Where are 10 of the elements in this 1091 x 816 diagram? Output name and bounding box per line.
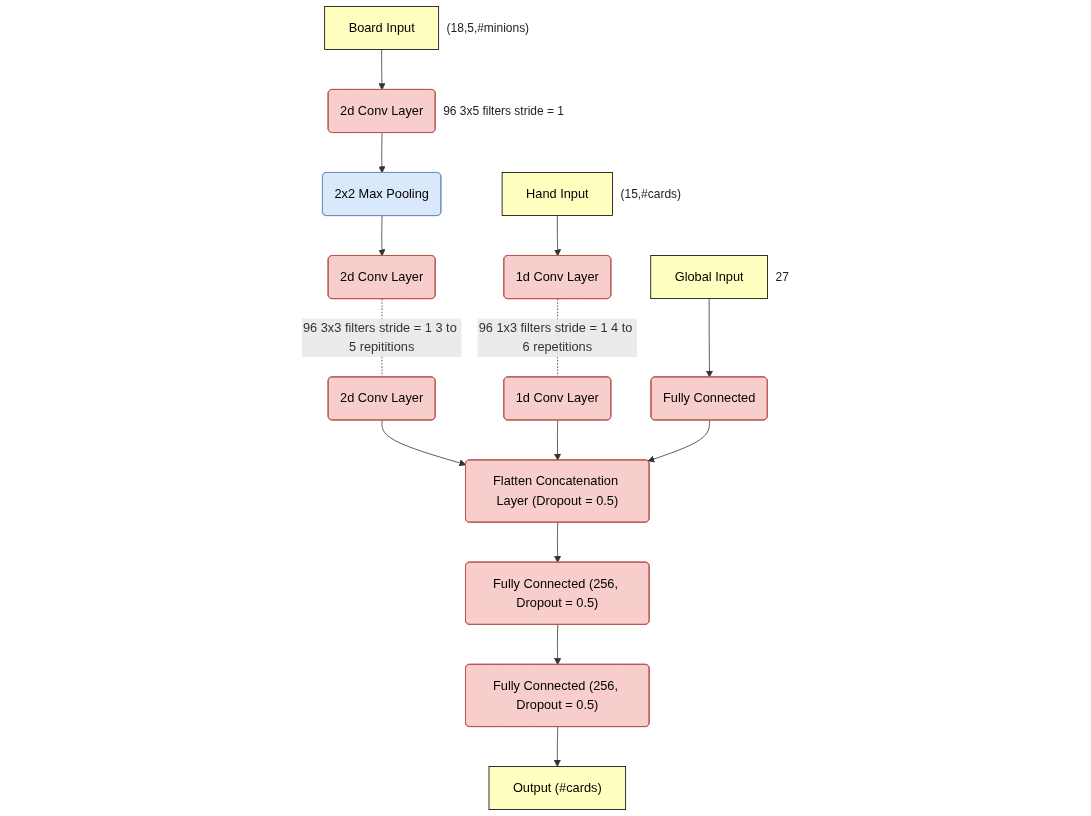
annotation-text: (15,#cards) bbox=[620, 187, 682, 201]
annotation-text: 27 bbox=[775, 270, 789, 285]
annotation-text: 96 3x5 filters stride = 1 bbox=[443, 103, 564, 118]
node-box: Board Input bbox=[324, 6, 440, 50]
node-box: Output (#cards) bbox=[488, 766, 627, 810]
edge-label: 96 1x3 filters stride = 1 4 to 6 repetitions bbox=[478, 320, 633, 354]
node-box: Global Input bbox=[650, 255, 768, 299]
annotation-text: (18,5,#minions) bbox=[446, 20, 530, 35]
node-box: Hand Input bbox=[501, 172, 613, 216]
edge-label: 96 3x3 filters stride = 1 3 to 5 repititions bbox=[303, 320, 457, 354]
